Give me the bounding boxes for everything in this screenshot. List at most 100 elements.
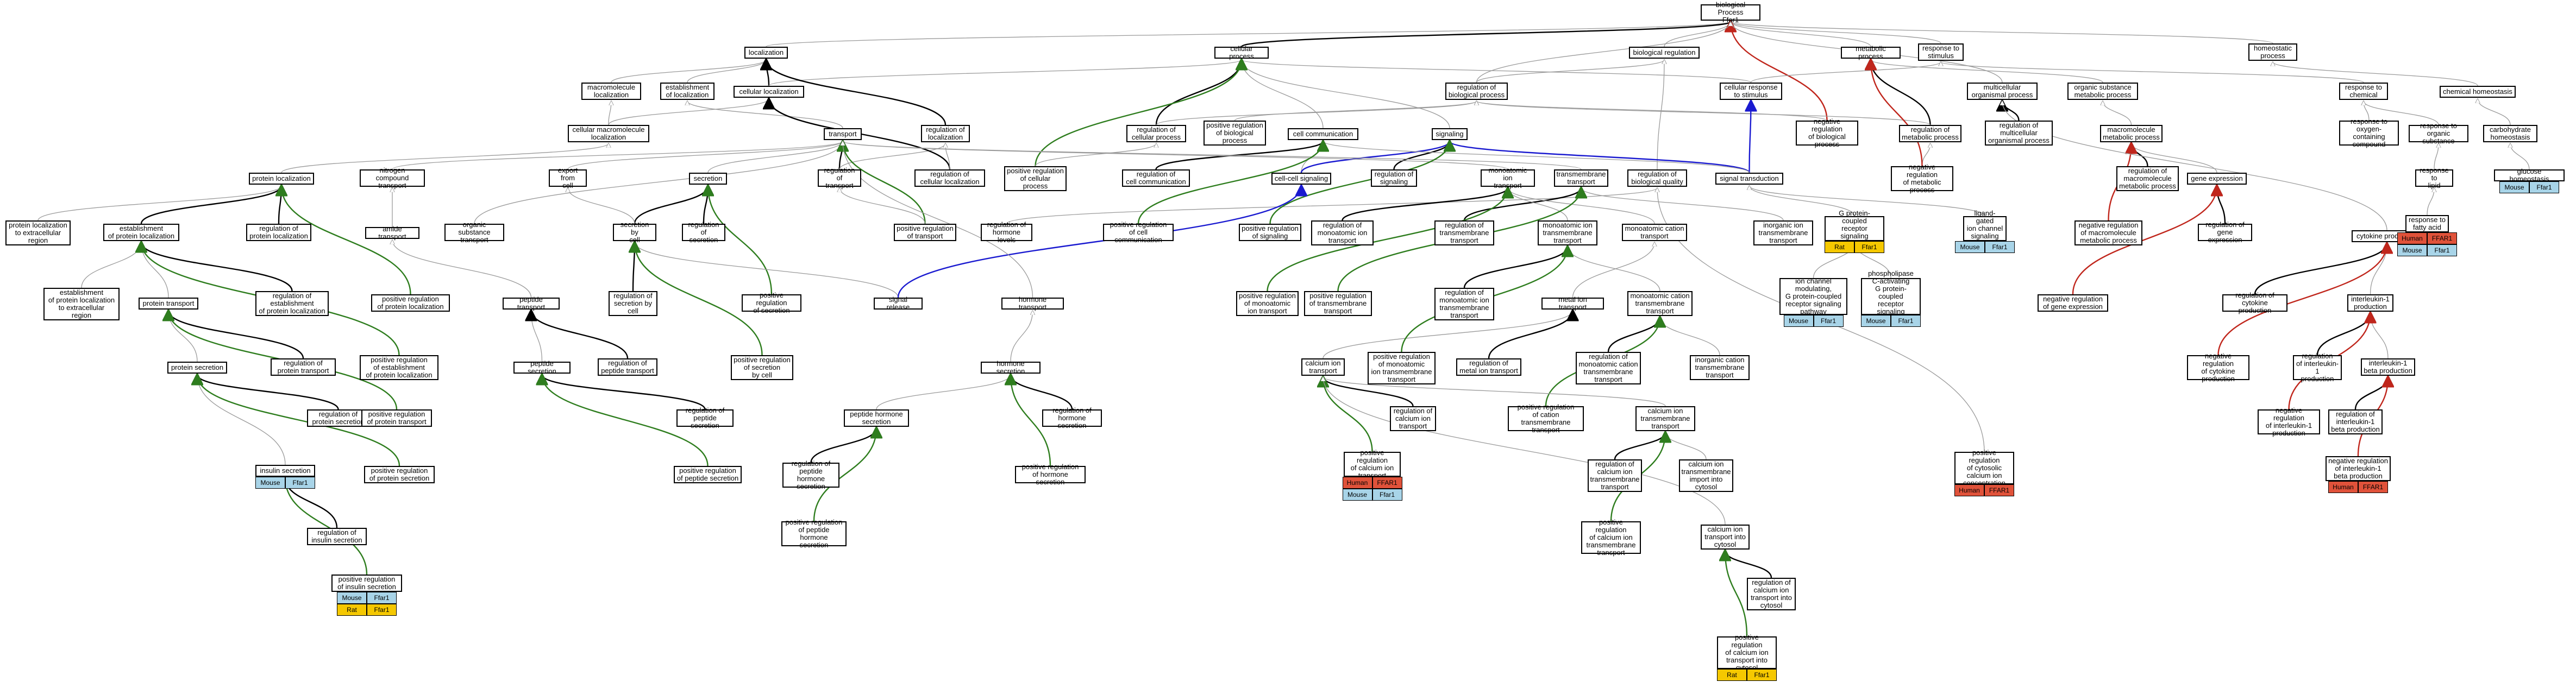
go-term-peptide-hormone-secretion[interactable]: peptide hormone secretion <box>844 409 909 427</box>
go-term-response-chemical[interactable]: response to chemical <box>2339 83 2388 100</box>
go-term-ligand-gated-ion-channel[interactable]: ligand-gated ion channel signaling pathw… <box>1963 210 2007 248</box>
go-term-regulation-transmembrane-transport[interactable]: regulation of transmembrane transport <box>1434 220 1494 245</box>
go-term-carbohydrate-homeostasis[interactable]: carbohydrate homeostasis <box>2483 125 2537 142</box>
go-term-regulation-biological-process[interactable]: regulation of biological process <box>1445 83 1508 100</box>
go-term-metal-ion-transport[interactable]: metal ion transport <box>1541 296 1604 311</box>
go-term-negative-regulation-gene-expression[interactable]: negative regulation of gene expression <box>2038 294 2108 312</box>
go-term-negative-regulation-macromolecule-metabolic[interactable]: negative regulation of macromolecule met… <box>2074 220 2142 245</box>
go-term-macromolecule-localization[interactable]: macromolecule localization <box>581 83 641 100</box>
go-term-regulation-protein-localization[interactable]: regulation of protein localization <box>246 224 311 241</box>
go-term-regulation-multicellular-organismal-process[interactable]: regulation of multicellular organismal p… <box>1985 121 2053 146</box>
go-term-cellular-localization[interactable]: cellular localization <box>734 86 804 98</box>
go-term-interleukin-1-beta-production[interactable]: interleukin-1 beta production <box>2361 358 2415 376</box>
go-term-protein-localization-extracellular[interactable]: protein localization to extracellular re… <box>5 220 71 245</box>
go-term-positive-regulation-calcium-ion-transport[interactable]: positive regulation of calcium ion trans… <box>1344 449 1401 479</box>
go-term-positive-regulation-secretion-by-cell[interactable]: positive regulation of secretion by cell <box>731 355 793 380</box>
go-term-interleukin-1-production[interactable]: interleukin-1 production <box>2347 294 2393 312</box>
go-term-regulation-biological-quality[interactable]: regulation of biological quality <box>1627 169 1687 187</box>
go-term-regulation-cell-communication[interactable]: regulation of cell communication <box>1122 169 1190 187</box>
go-term-protein-transport[interactable]: protein transport <box>139 298 198 310</box>
go-term-regulation-cytokine-production[interactable]: regulation of cytokine production <box>2222 292 2287 314</box>
go-term-calcium-ion-transport-into-cytosol[interactable]: calcium ion transport into cytosol <box>1701 525 1750 550</box>
go-term-positive-regulation-calcium-ion-transport-into-cytosol[interactable]: positive regulation of calcium ion trans… <box>1717 634 1777 672</box>
go-term-positive-regulation-insulin-secretion[interactable]: positive regulation of insulin secretion <box>331 575 402 592</box>
go-term-signaling[interactable]: signaling <box>1432 128 1468 140</box>
go-term-transport[interactable]: transport <box>824 128 862 140</box>
go-term-regulation-secretion-by-cell[interactable]: regulation of secretion by cell <box>609 291 657 316</box>
go-term-regulation-monoatomic-ion-transport[interactable]: regulation of monoatomic ion transport <box>1311 220 1374 245</box>
go-term-homeostatic-process[interactable]: homeostatic process <box>2248 43 2297 61</box>
go-term-regulation-establishment-protein-localization[interactable]: regulation of establishment of protein l… <box>255 291 329 316</box>
go-term-positive-regulation-transmembrane-transport[interactable]: positive regulation of transmembrane tra… <box>1304 291 1372 316</box>
go-term-ion-channel-modulating-gpcr[interactable]: ion channel modulating, G protein-couple… <box>1779 277 1847 315</box>
go-term-positive-regulation-secretion[interactable]: positive regulation of secretion <box>742 292 801 314</box>
go-term-gene-expression[interactable]: gene expression <box>2187 173 2247 185</box>
go-term-regulation-macromolecule-metabolic[interactable]: regulation of macromolecule metabolic pr… <box>2116 166 2179 191</box>
go-term-cellular-response-stimulus[interactable]: cellular response to stimulus <box>1720 83 1782 100</box>
go-term-regulation-hormone-levels[interactable]: regulation of hormone levels <box>981 221 1032 244</box>
go-term-regulation-metabolic-process[interactable]: regulation of metabolic process <box>1899 125 1961 142</box>
go-term-phospholipase-c-activating-gpcr[interactable]: phospholipase C-activating G protein-cou… <box>1861 270 1921 323</box>
go-term-secretion[interactable]: secretion <box>689 173 727 185</box>
go-term-monoatomic-ion-transmembrane-transport[interactable]: monoatomic ion transmembrane transport <box>1538 220 1597 245</box>
go-term-export-from-cell[interactable]: export from cell <box>549 167 587 190</box>
go-term-metabolic-process[interactable]: metabolic process <box>1841 45 1901 60</box>
go-term-glucose-homeostasis[interactable]: glucose homeostasis <box>2494 168 2565 183</box>
go-term-positive-regulation-biological-process[interactable]: positive regulation of biological proces… <box>1204 121 1266 146</box>
go-term-regulation-peptide-secretion[interactable]: regulation of peptide secretion <box>676 407 734 430</box>
go-term-negative-regulation-biological-process[interactable]: negative regulation of biological proces… <box>1796 118 1858 148</box>
go-term-positive-regulation-signaling[interactable]: positive regulation of signaling <box>1239 224 1301 241</box>
go-term-positive-regulation-peptide-hormone-secretion[interactable]: positive regulation of peptide hormone s… <box>781 519 847 549</box>
go-term-negative-regulation-metabolic-process[interactable]: negative regulation of metabolic process <box>1891 163 1953 194</box>
go-term-signal-transduction[interactable]: signal transduction <box>1715 173 1783 185</box>
go-term-response-organic-substance[interactable]: response to organic substance <box>2409 122 2468 145</box>
go-term-regulation-peptide-transport[interactable]: regulation of peptide transport <box>598 358 657 376</box>
go-term-regulation-calcium-ion-transmembrane-transport[interactable]: regulation of calcium ion transmembrane … <box>1588 459 1642 492</box>
go-term-cell-communication[interactable]: cell communication <box>1288 128 1358 140</box>
go-term-protein-localization[interactable]: protein localization <box>249 173 314 185</box>
go-term-positive-regulation-cation-transmembrane-transport[interactable]: positive regulation of cation transmembr… <box>1508 403 1584 434</box>
go-term-secretion-by-cell[interactable]: secretion by cell <box>613 221 656 244</box>
go-term-positive-regulation-cell-communication[interactable]: positive regulation of cell communicatio… <box>1103 221 1174 244</box>
go-term-positive-regulation-protein-transport[interactable]: positive regulation of protein transport <box>361 409 432 427</box>
go-term-positive-regulation-cellular-process[interactable]: positive regulation of cellular process <box>1004 166 1067 191</box>
go-term-organic-substance-transport[interactable]: organic substance transport <box>444 221 504 244</box>
go-term-positive-regulation-hormone-secretion[interactable]: positive regulation of hormone secretion <box>1015 463 1086 486</box>
go-term-hormone-secretion[interactable]: hormone secretion <box>981 360 1041 375</box>
go-term-regulation-insulin-secretion[interactable]: regulation of insulin secretion <box>307 528 367 545</box>
go-term-regulation-signaling[interactable]: regulation of signaling <box>1371 169 1417 187</box>
go-term-cell-cell-signaling[interactable]: cell-cell signaling <box>1271 173 1331 185</box>
go-term-regulation-secretion[interactable]: regulation of secretion <box>682 221 725 244</box>
go-term-negative-regulation-cytokine-production[interactable]: negative regulation of cytokine producti… <box>2187 352 2249 383</box>
go-term-positive-regulation-calcium-ion-transmembrane-transport[interactable]: positive regulation of calcium ion trans… <box>1581 519 1641 557</box>
go-term-localization[interactable]: localization <box>744 47 788 59</box>
go-term-positive-regulation-establishment-protein-localization[interactable]: positive regulation of establishment of … <box>360 355 438 380</box>
go-term-transmembrane-transport[interactable]: transmembrane transport <box>1554 169 1608 187</box>
go-term-regulation-calcium-ion-transport[interactable]: regulation of calcium ion transport <box>1390 406 1436 431</box>
go-term-inorganic-cation-transmembrane-transport[interactable]: inorganic cation transmembrane transport <box>1690 355 1750 380</box>
go-term-regulation-protein-transport[interactable]: regulation of protein transport <box>271 358 336 376</box>
go-term-peptide-transport[interactable]: peptide transport <box>503 296 560 311</box>
go-term-response-to-lipid[interactable]: response to lipid <box>2415 167 2453 190</box>
go-term-positive-regulation-transport[interactable]: positive regulation of transport <box>894 224 956 241</box>
go-term-regulation-calcium-ion-transport-into-cytosol[interactable]: regulation of calcium ion transport into… <box>1747 578 1796 610</box>
go-term-positive-regulation-cytosolic-calcium[interactable]: positive regulation of cytosolic calcium… <box>1954 449 2014 487</box>
go-term-gpcr-signaling[interactable]: G protein-coupled receptor signaling pat… <box>1825 210 1884 248</box>
go-term-regulation-interleukin-1-beta-production[interactable]: regulation of interleukin-1 beta product… <box>2328 409 2383 434</box>
go-term-regulation-cellular-process[interactable]: regulation of cellular process <box>1126 125 1186 142</box>
go-term-nitrogen-compound-transport[interactable]: nitrogen compound transport <box>360 167 425 190</box>
go-term-monoatomic-cation-transport[interactable]: monoatomic cation transport <box>1622 224 1687 241</box>
go-term-positive-regulation-monoatomic-ion-transport[interactable]: positive regulation of monoatomic ion tr… <box>1236 291 1299 316</box>
go-term-response-stimulus[interactable]: response to stimulus <box>1918 43 1964 61</box>
go-term-regulation-transport[interactable]: regulation of transport <box>818 167 861 190</box>
go-term-macromolecule-metabolic-process[interactable]: macromolecule metabolic process <box>2100 125 2163 142</box>
go-term-negative-regulation-interleukin-1-beta-production[interactable]: negative regulation of interleukin-1 bet… <box>2326 456 2391 481</box>
go-term-regulation-hormone-secretion[interactable]: regulation of hormone secretion <box>1042 407 1102 430</box>
go-term-bp[interactable]: biological Process Ffar1 <box>1701 1 1760 24</box>
go-term-regulation-metal-ion-transport[interactable]: regulation of metal ion transport <box>1456 358 1521 376</box>
go-term-protein-secretion[interactable]: protein secretion <box>167 362 227 374</box>
go-term-monoatomic-cation-transmembrane-transport[interactable]: monoatomic cation transmembrane transpor… <box>1627 291 1693 316</box>
go-term-negative-regulation-interleukin-1-production[interactable]: negative regulation of interleukin-1 pro… <box>2258 407 2320 437</box>
go-term-positive-regulation-peptide-secretion[interactable]: positive regulation of peptide secretion <box>674 466 742 483</box>
go-term-regulation-gene-expression[interactable]: regulation of gene expression <box>2198 221 2252 244</box>
